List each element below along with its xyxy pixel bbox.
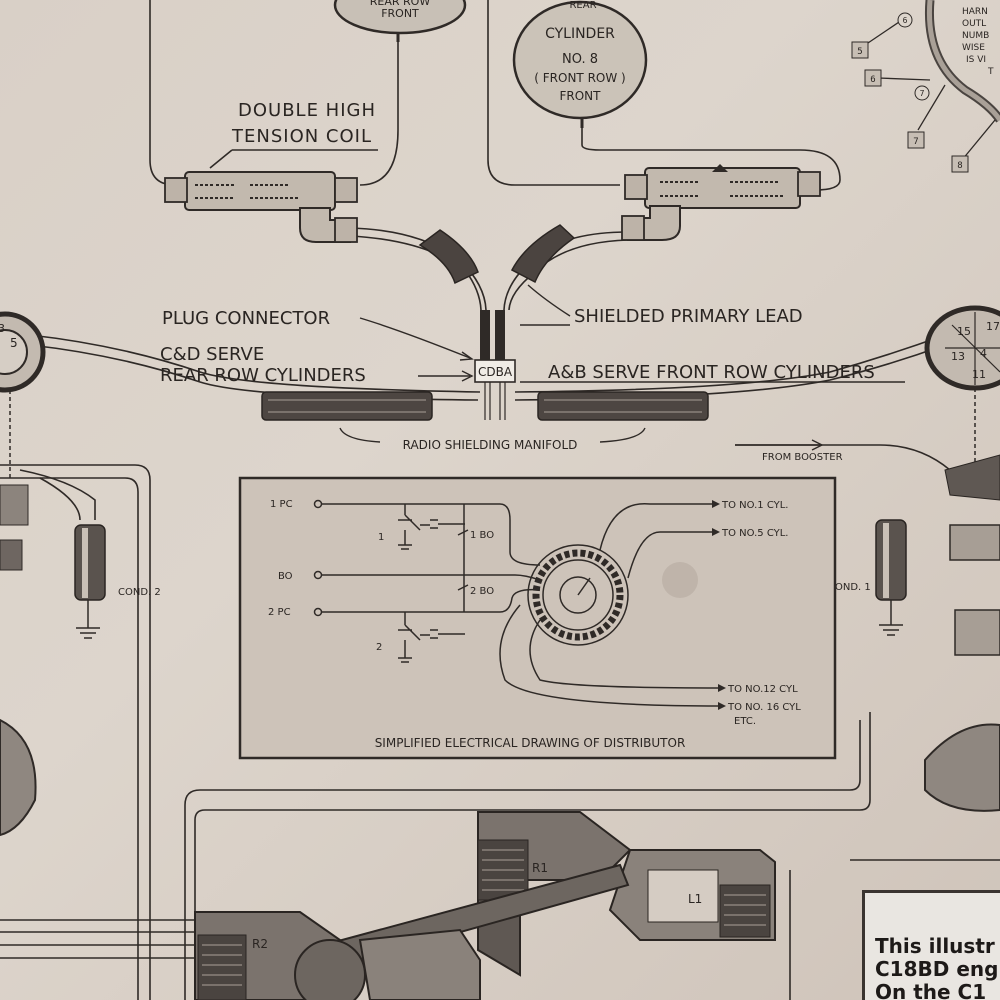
harness-circle-6: 6: [903, 16, 908, 25]
radio-manifold-label: RADIO SHIELDING MANIFOLD: [403, 438, 578, 452]
breaker-2bo-label: 2 BO: [470, 586, 494, 597]
harness-diagram: 5 6 7 8 6 7 HARN OUTL NUMB WISE IS VI T: [851, 0, 1000, 173]
caption-line-2: C18BD engi: [875, 957, 1000, 981]
booster-coil-assembly: R1 L1 R2: [194, 811, 776, 1000]
plug-connector: CDBA: [474, 310, 516, 420]
to-cyl-1-label: TO NO.1 CYL.: [721, 500, 789, 511]
caption-line-1: This illustr: [875, 934, 995, 958]
terminal-bo-label: BO: [278, 571, 293, 582]
cdba-label: CDBA: [478, 365, 513, 379]
terminal-2pc-label: 2 PC: [268, 607, 291, 618]
right-dist-number-13: 13: [951, 350, 965, 363]
to-cyl-5-label: TO NO.5 CYL.: [721, 528, 789, 539]
harness-number-8: 8: [957, 161, 962, 171]
to-cyl-12-label: TO NO.12 CYL: [727, 684, 798, 695]
right-dist-number-11: 11: [972, 368, 986, 381]
harness-note-line-4: WISE: [962, 43, 985, 53]
cond1-label: COND. 1: [828, 582, 871, 593]
terminal-1pc-label: 1 PC: [270, 499, 293, 510]
harness-note-line-6: T: [987, 67, 994, 77]
shielded-primary-label: SHIELDED PRIMARY LEAD: [574, 306, 803, 327]
cd-serve-label-2: REAR ROW CYLINDERS: [160, 365, 366, 386]
double-coil-label-1: DOUBLE HIGH: [238, 100, 376, 121]
double-coil-label-2: TENSION COIL: [231, 126, 372, 147]
schematic-arrows: [712, 500, 726, 710]
cd-serve-label-1: C&D SERVE: [160, 344, 264, 365]
to-cyl-16-label: TO NO. 16 CYL: [727, 702, 801, 713]
harness-note-line-5: IS VI: [966, 55, 986, 65]
schematic-title: SIMPLIFIED ELECTRICAL DRAWING OF DISTRIB…: [375, 736, 686, 750]
caption-line-3: On the C1: [875, 980, 987, 1000]
condenser-2: COND. 2: [74, 524, 161, 639]
distributor-schematic: 1 PC BO 2 PC: [238, 476, 837, 760]
cylinder-8-number: NO. 8: [562, 52, 598, 67]
cylinder-8-title: CYLINDER: [545, 26, 615, 42]
right-dist-number-17: 17: [986, 320, 1000, 333]
switch-2-label: 2: [376, 642, 382, 653]
right-dist-number-15: 15: [957, 325, 971, 338]
ab-serve-label: A&B SERVE FRONT ROW CYLINDERS: [548, 362, 875, 383]
shielded-sleeves: [418, 224, 576, 285]
cylinder-rear-front-label: FRONT: [381, 7, 419, 20]
from-booster-label: FROM BOOSTER: [762, 452, 843, 463]
cylinder-rear-row: REAR ROW FRONT: [333, 0, 467, 42]
stain: [662, 562, 698, 598]
harness-circle-7: 7: [920, 89, 925, 98]
right-distributor: 15 17 13 4 11: [924, 305, 1000, 812]
cond2-label: COND. 2: [118, 587, 161, 598]
double-coil-left: [164, 171, 358, 243]
cylinder-8-row: ( FRONT ROW ): [534, 71, 625, 85]
cylinder-8-front: FRONT: [560, 89, 602, 103]
harness-note-line-1: HARN: [962, 7, 988, 17]
left-dist-number-3: 3: [0, 322, 5, 335]
right-dist-number-4: 4: [980, 347, 987, 360]
l1-label: L1: [688, 892, 702, 906]
caption-box: This illustr C18BD engi On the C1: [862, 890, 1000, 1000]
harness-number-7: 7: [913, 137, 918, 147]
cylinder-8-rear-label: REAR: [569, 0, 596, 11]
to-cyl-etc-label: ETC.: [734, 716, 756, 727]
harness-note-line-2: OUTL: [962, 19, 986, 29]
double-coil-right: [621, 164, 821, 241]
cylinder-no-8: REAR CYLINDER NO. 8 ( FRONT ROW ) FRONT: [512, 0, 648, 128]
breaker-1bo-label: 1 BO: [470, 530, 494, 541]
radio-shielding-manifold: [261, 391, 709, 443]
left-distributor: 5 3: [0, 311, 46, 837]
harness-note-line-3: NUMB: [962, 31, 989, 41]
plug-connector-label: PLUG CONNECTOR: [162, 308, 330, 329]
cylinder-rear-label: REAR ROW: [370, 0, 431, 8]
harness-number-6: 6: [870, 75, 875, 85]
r2-label: R2: [252, 937, 268, 951]
switch-1-label: 1: [378, 532, 384, 543]
harness-number-5: 5: [857, 47, 862, 57]
condenser-1: COND. 1: [828, 519, 907, 636]
left-dist-number-5: 5: [10, 336, 18, 350]
distributor-segments: [532, 549, 624, 641]
r1-label: R1: [532, 861, 548, 875]
